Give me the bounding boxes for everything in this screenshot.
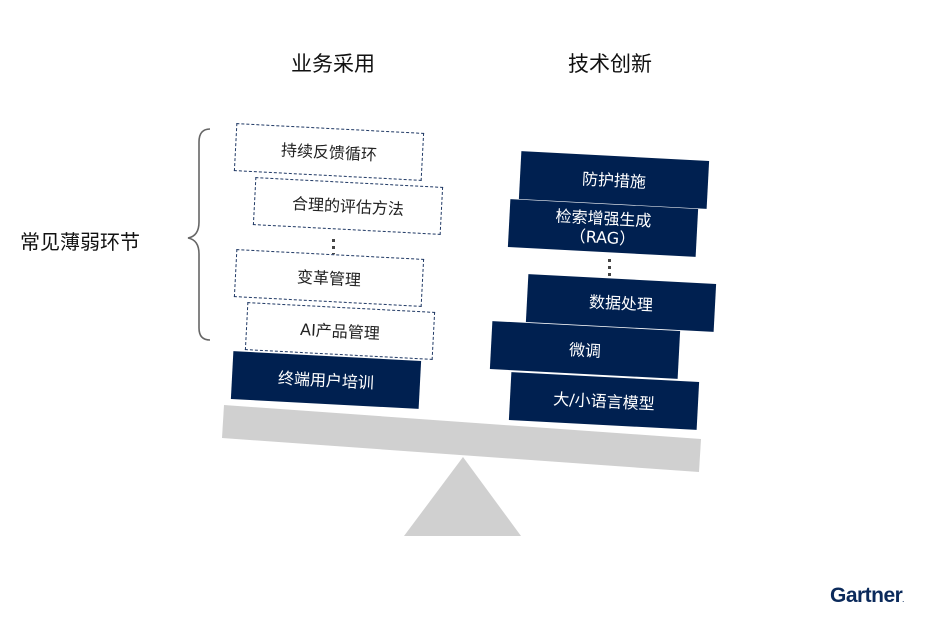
right-item-fine-tuning: 微调	[489, 321, 681, 379]
left-item-end-user-training: 终端用户培训	[230, 351, 422, 409]
seesaw-beam	[222, 405, 701, 472]
right-item-rag: 检索增强生成 （RAG）	[507, 199, 699, 257]
right-item-language-models: 大/小语言模型	[508, 372, 700, 430]
left-item-evaluation-method: 合理的评估方法	[252, 177, 444, 235]
common-weak-points-label: 常见薄弱环节	[20, 230, 140, 254]
logo-text: Gartner	[830, 584, 903, 607]
seesaw-fulcrum	[404, 457, 521, 536]
gartner-logo: Gartner.	[830, 584, 904, 607]
left-item-change-management: 变革管理	[233, 249, 425, 307]
left-item-ai-product-management: AI产品管理	[244, 302, 436, 360]
curly-brace	[187, 128, 211, 341]
ellipsis-dots	[608, 259, 611, 280]
right-item-data-processing: 数据处理	[525, 274, 717, 332]
header-business-adoption: 业务采用	[291, 52, 375, 76]
left-item-feedback-loop: 持续反馈循环	[233, 123, 425, 181]
rag-sub-label: （RAG）	[569, 226, 636, 249]
header-tech-innovation: 技术创新	[568, 52, 652, 76]
